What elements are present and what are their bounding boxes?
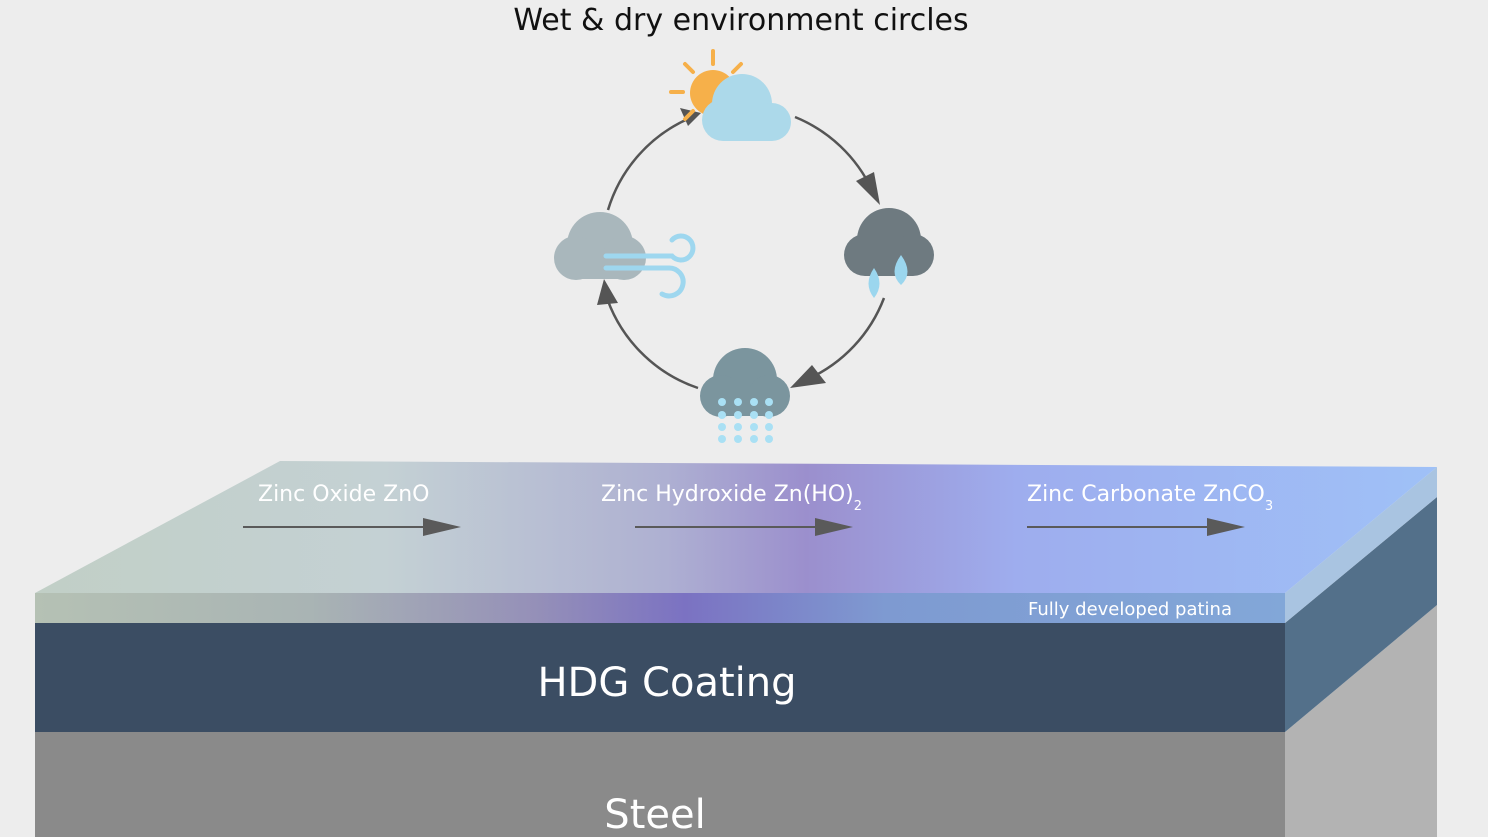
steel-label: Steel xyxy=(604,792,705,837)
diagram-title: Wet & dry environment circles xyxy=(513,3,968,38)
hdg-coating-label: HDG Coating xyxy=(537,660,796,706)
cycle-arrowheads xyxy=(597,108,880,388)
snow-cloud-icon xyxy=(700,348,790,443)
hdg-coating-layer xyxy=(35,623,1285,732)
cycle-arrowhead-4 xyxy=(597,279,618,305)
compound-label-zinc-hydroxide: Zinc Hydroxide Zn(HO)2 xyxy=(601,482,862,514)
coating-side-face xyxy=(1285,497,1437,732)
cycle-arrowhead-3 xyxy=(790,365,826,388)
patina-label: Fully developed patina xyxy=(1028,599,1232,620)
patina-front-layer xyxy=(35,593,1285,624)
cycle-arrowhead-1 xyxy=(680,108,701,126)
steel-side-face xyxy=(1285,605,1437,837)
cycle-arc-4 xyxy=(603,291,699,390)
wind-cloud-icon xyxy=(554,212,696,299)
compound-label-zinc-oxide: Zinc Oxide ZnO xyxy=(258,482,430,507)
flow-arrows xyxy=(243,518,1245,536)
sun-cloud-icon xyxy=(669,49,791,141)
cycle-arc-3 xyxy=(807,297,886,381)
cycle-arrowhead-2 xyxy=(856,172,880,205)
cycle-arc-1 xyxy=(606,116,691,211)
patina-side-face xyxy=(1285,467,1437,623)
rain-cloud-icon xyxy=(844,208,934,298)
cycle-ring xyxy=(603,115,886,390)
compound-label-zinc-carbonate: Zinc Carbonate ZnCO3 xyxy=(1027,482,1273,514)
steel-layer xyxy=(35,732,1285,837)
